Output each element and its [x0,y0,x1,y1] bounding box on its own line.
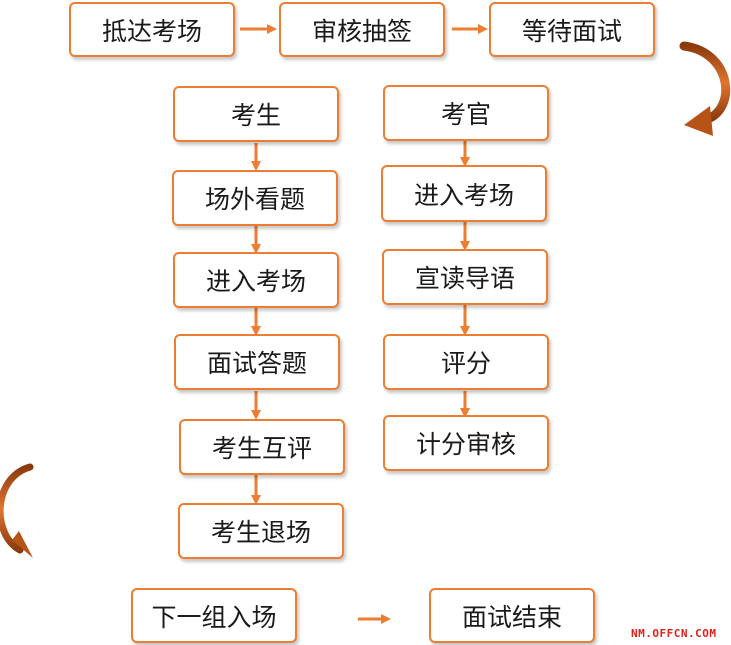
candidate-step-peer-review: 考生互评 [179,419,345,475]
examiner-step-score-review: 计分审核 [383,415,549,471]
examiner-step-score: 评分 [383,334,549,390]
candidate-step-exit: 考生退场 [178,503,344,559]
watermark-text: NM.OFFCN.COM [631,627,717,640]
step-wait-interview: 等待面试 [489,2,655,57]
candidate-step-answer: 面试答题 [174,334,340,390]
examiner-step-read-instructions: 宣读导语 [382,249,548,305]
examiner-header: 考官 [383,85,549,141]
step-next-group-enter: 下一组入场 [131,588,297,643]
examiner-step-enter-room: 进入考场 [381,165,547,222]
step-arrive-venue: 抵达考场 [69,2,235,57]
step-review-draw: 审核抽签 [279,2,445,57]
step-interview-end: 面试结束 [429,588,595,643]
candidate-step-preview-question: 场外看题 [172,170,338,226]
curved-arrow-right [679,41,731,136]
candidate-step-enter-room: 进入考场 [173,252,339,308]
curved-arrow-left [0,463,34,558]
candidate-header: 考生 [173,86,339,142]
